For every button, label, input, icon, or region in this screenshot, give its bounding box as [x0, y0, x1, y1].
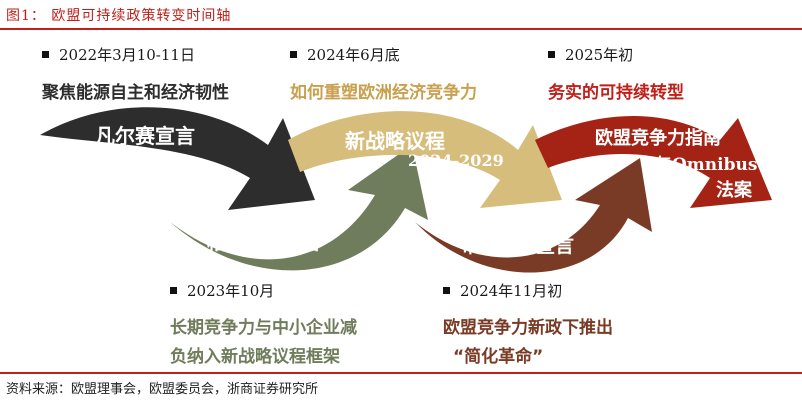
stage-desc-budapest-line1: 欧盟竞争力新政下推出	[443, 318, 613, 338]
stage-date-budapest: 2024年11月初	[443, 280, 562, 301]
bullet-square-icon	[443, 286, 450, 294]
bottom-rule	[0, 372, 802, 374]
stage-name-granada: 格拉纳达宣言	[207, 232, 322, 254]
stage-desc-strategic-agenda: 如何重塑欧洲经济竞争力	[290, 83, 477, 103]
arrow-strategic-agenda	[288, 111, 562, 208]
stage-name-strategic-agenda: 新战略议程	[345, 129, 445, 153]
bullet-square-icon	[170, 286, 177, 294]
bullet-square-icon	[42, 50, 49, 58]
stage-name-compass-line3: 法案	[716, 180, 752, 201]
stage-date-versailles: 2022年3月10-11日	[42, 44, 195, 65]
stage-desc-granada-line1: 长期竞争力与中小企业减	[170, 318, 357, 338]
stage-date-compass: 2025年初	[548, 44, 633, 65]
stage-desc-budapest-line2: “简化革命”	[453, 347, 544, 367]
stage-name-compass-line2: 与Omnibus	[655, 155, 758, 175]
stage-desc-granada-line2: 负纳入新战略议程框架	[170, 347, 340, 367]
stage-date-strategic-agenda: 2024年6月底	[290, 44, 400, 65]
source-note: 资料来源：欧盟理事会，欧盟委员会，浙商证券研究所	[6, 382, 319, 397]
bullet-square-icon	[290, 50, 297, 58]
stage-name-budapest: 布达佩斯宣言	[460, 235, 575, 257]
stage-name-compass-line1: 欧盟竞争力指南	[595, 128, 721, 149]
figure-title: 图1： 欧盟可持续政策转变时间轴	[6, 8, 232, 24]
arrow-versailles	[40, 107, 315, 210]
stage-desc-versailles: 聚焦能源自主和经济韧性	[42, 83, 229, 103]
stage-desc-compass: 务实的可持续转型	[548, 83, 684, 103]
stage-period-strategic-agenda: 2024-2029	[408, 151, 504, 170]
arrow-budapest	[415, 158, 652, 273]
arrow-granada	[170, 145, 428, 271]
bullet-square-icon	[548, 50, 555, 58]
top-rule	[0, 28, 802, 30]
stage-name-versailles: 凡尔赛宣言	[95, 124, 195, 148]
arrow-competitiveness-compass	[535, 116, 772, 208]
stage-date-granada: 2023年10月	[170, 280, 274, 301]
